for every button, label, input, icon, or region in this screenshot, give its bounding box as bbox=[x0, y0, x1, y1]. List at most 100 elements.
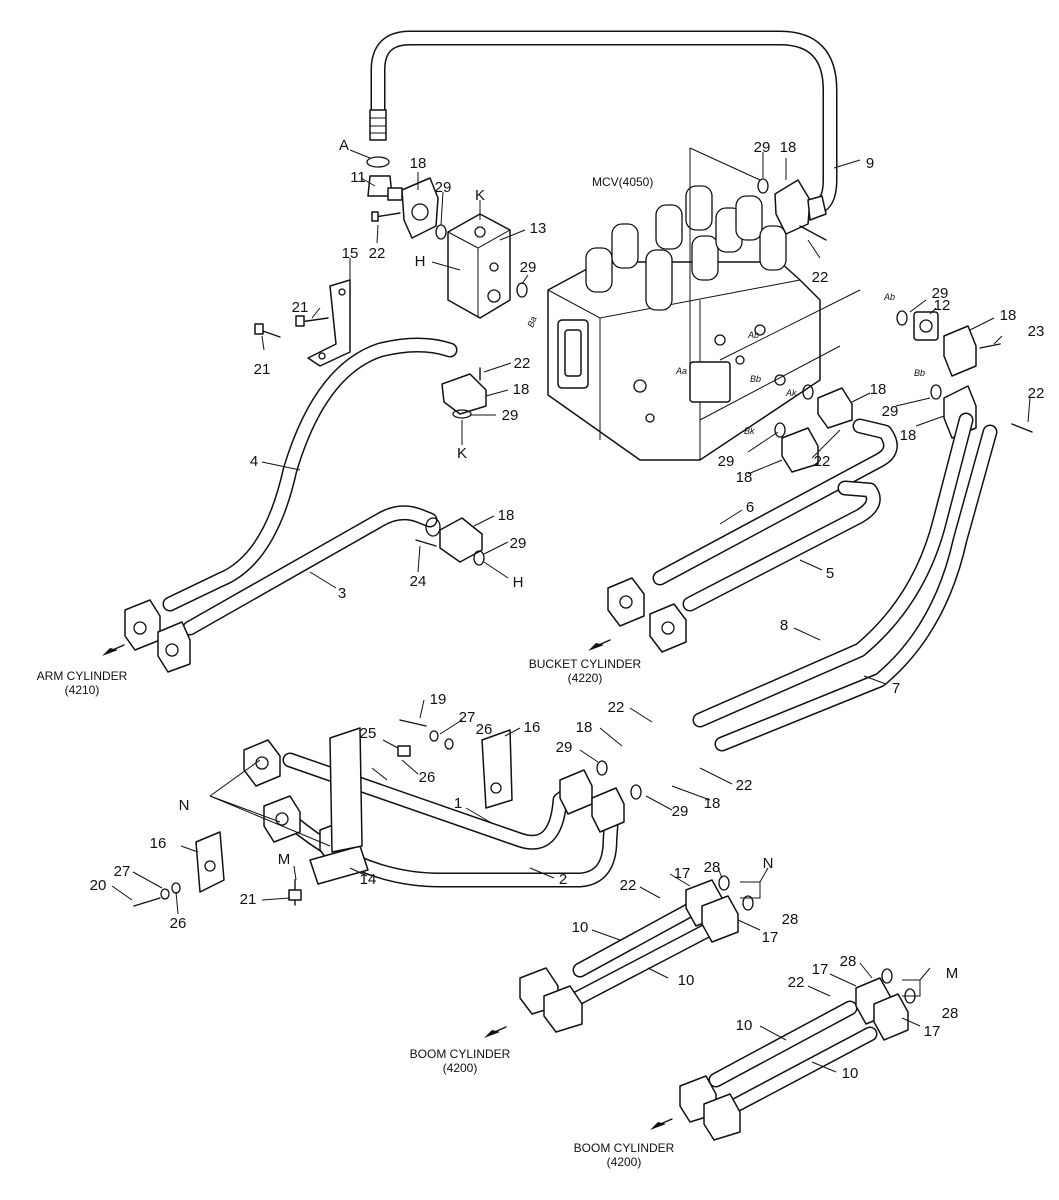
callout-7: 7 bbox=[892, 680, 900, 697]
main-control-valve bbox=[547, 185, 821, 461]
callout-3: 3 bbox=[338, 585, 346, 602]
hose-7 bbox=[714, 424, 998, 752]
callout-18i: 18 bbox=[576, 719, 593, 736]
connector-block-13 bbox=[447, 213, 528, 319]
port-ba: Ba bbox=[525, 315, 538, 329]
callout-26b: 26 bbox=[419, 769, 436, 786]
callout-5: 5 bbox=[826, 565, 834, 582]
flange-18-hose-4 bbox=[441, 367, 487, 419]
callout-18h: 18 bbox=[736, 469, 753, 486]
port-ab-1: Ab bbox=[883, 292, 895, 302]
callout-17b: 17 bbox=[762, 929, 779, 946]
callout-18b: 18 bbox=[513, 381, 530, 398]
callout-26a: 26 bbox=[476, 721, 493, 738]
callout-21a: 21 bbox=[292, 299, 309, 316]
callout-18a: 18 bbox=[410, 155, 427, 172]
callout-22c: 22 bbox=[812, 269, 829, 286]
flange-18-hose-3 bbox=[415, 517, 485, 566]
callout-22b: 22 bbox=[514, 355, 531, 372]
callout-22h: 22 bbox=[620, 877, 637, 894]
callout-18c: 18 bbox=[498, 507, 515, 524]
port-bb-1: Bb bbox=[750, 374, 761, 384]
callout-22a: 22 bbox=[369, 245, 386, 262]
port-ab-2: Ab bbox=[747, 330, 759, 340]
hose-5 bbox=[682, 480, 881, 612]
callout-18j: 18 bbox=[704, 795, 721, 812]
arm-cylinder-label: ARM CYLINDER bbox=[37, 669, 128, 683]
callout-22g: 22 bbox=[736, 777, 753, 794]
callout-22f: 22 bbox=[608, 699, 625, 716]
callout-29i: 29 bbox=[556, 739, 573, 756]
callout-10a: 10 bbox=[572, 919, 589, 936]
split-flange-18-top bbox=[371, 177, 447, 240]
bucket-cylinder-code: (4220) bbox=[568, 671, 603, 685]
callout-28b: 28 bbox=[782, 911, 799, 928]
callout-21c: 21 bbox=[240, 891, 257, 908]
callout-18g: 18 bbox=[900, 427, 917, 444]
callout-22d: 22 bbox=[1028, 385, 1045, 402]
hose-6 bbox=[652, 418, 898, 586]
callout-28d: 28 bbox=[942, 1005, 959, 1022]
callout-29f: 29 bbox=[932, 285, 949, 302]
bucket-cylinder-flanges bbox=[607, 577, 687, 653]
callout-K1: K bbox=[475, 187, 485, 204]
callout-28c: 28 bbox=[840, 953, 857, 970]
callout-2: 2 bbox=[559, 871, 567, 888]
callout-26c: 26 bbox=[170, 915, 187, 932]
callout-12: 12 bbox=[934, 297, 951, 314]
callout-27a: 27 bbox=[459, 709, 476, 726]
port-ak: Ak bbox=[785, 388, 797, 398]
callout-18f: 18 bbox=[870, 381, 887, 398]
callout-29g: 29 bbox=[882, 403, 899, 420]
callout-10d: 10 bbox=[842, 1065, 859, 1082]
leader-lines bbox=[111, 147, 1031, 1073]
port-labels: Ab Ba Aa Bb Ak Bk Ab Bb bbox=[525, 292, 925, 436]
pipe-1 bbox=[282, 752, 586, 850]
fitting-11 bbox=[366, 156, 403, 201]
callout-14: 14 bbox=[360, 871, 377, 888]
bracket-15 bbox=[254, 279, 351, 367]
hose-4 bbox=[162, 337, 458, 612]
bracket-14 bbox=[288, 727, 369, 906]
callout-9: 9 bbox=[866, 155, 874, 172]
boom-hoses-10-right bbox=[679, 968, 916, 1141]
boom-cylinder-label-2: BOOM CYLINDER bbox=[574, 1141, 675, 1155]
port-bk: Bk bbox=[744, 426, 755, 436]
callout-15: 15 bbox=[342, 245, 359, 262]
callout-29d: 29 bbox=[510, 535, 527, 552]
arm-cylinder-flanges bbox=[124, 599, 191, 673]
callout-1: 1 bbox=[454, 795, 462, 812]
callout-K2: K bbox=[457, 445, 467, 462]
mcv-label: MCV(4050) bbox=[592, 175, 653, 189]
boom-cylinder-label-1: BOOM CYLINDER bbox=[410, 1047, 511, 1061]
hose-9-flange bbox=[757, 178, 827, 241]
callout-18d: 18 bbox=[780, 139, 797, 156]
callout-29e: 29 bbox=[754, 139, 771, 156]
callout-N1: N bbox=[179, 797, 190, 814]
callout-N2: N bbox=[763, 855, 774, 872]
callout-20: 20 bbox=[90, 877, 107, 894]
hose-8 bbox=[692, 412, 974, 728]
callout-11: 11 bbox=[350, 169, 366, 186]
port-bb-2: Bb bbox=[914, 368, 925, 378]
port-aa: Aa bbox=[675, 366, 687, 376]
boom-cylinder-code-1: (4200) bbox=[443, 1061, 478, 1075]
callout-H1: H bbox=[415, 253, 426, 270]
callout-17c: 17 bbox=[812, 961, 829, 978]
callout-17a: 17 bbox=[674, 865, 691, 882]
callout-28a: 28 bbox=[704, 859, 721, 876]
callout-M2: M bbox=[946, 965, 959, 982]
callout-29c: 29 bbox=[502, 407, 519, 424]
destination-arrows bbox=[102, 639, 673, 1130]
callout-21b: 21 bbox=[254, 361, 271, 378]
flanges-18-hose-5-6 bbox=[774, 384, 853, 473]
callout-16a: 16 bbox=[524, 719, 541, 736]
callout-27b: 27 bbox=[114, 863, 131, 880]
callout-29h: 29 bbox=[718, 453, 735, 470]
clamp-16-lower bbox=[133, 831, 225, 907]
callout-25: 25 bbox=[360, 725, 377, 742]
callout-A: A bbox=[339, 137, 349, 154]
boom-cylinder-code-2: (4200) bbox=[607, 1155, 642, 1169]
